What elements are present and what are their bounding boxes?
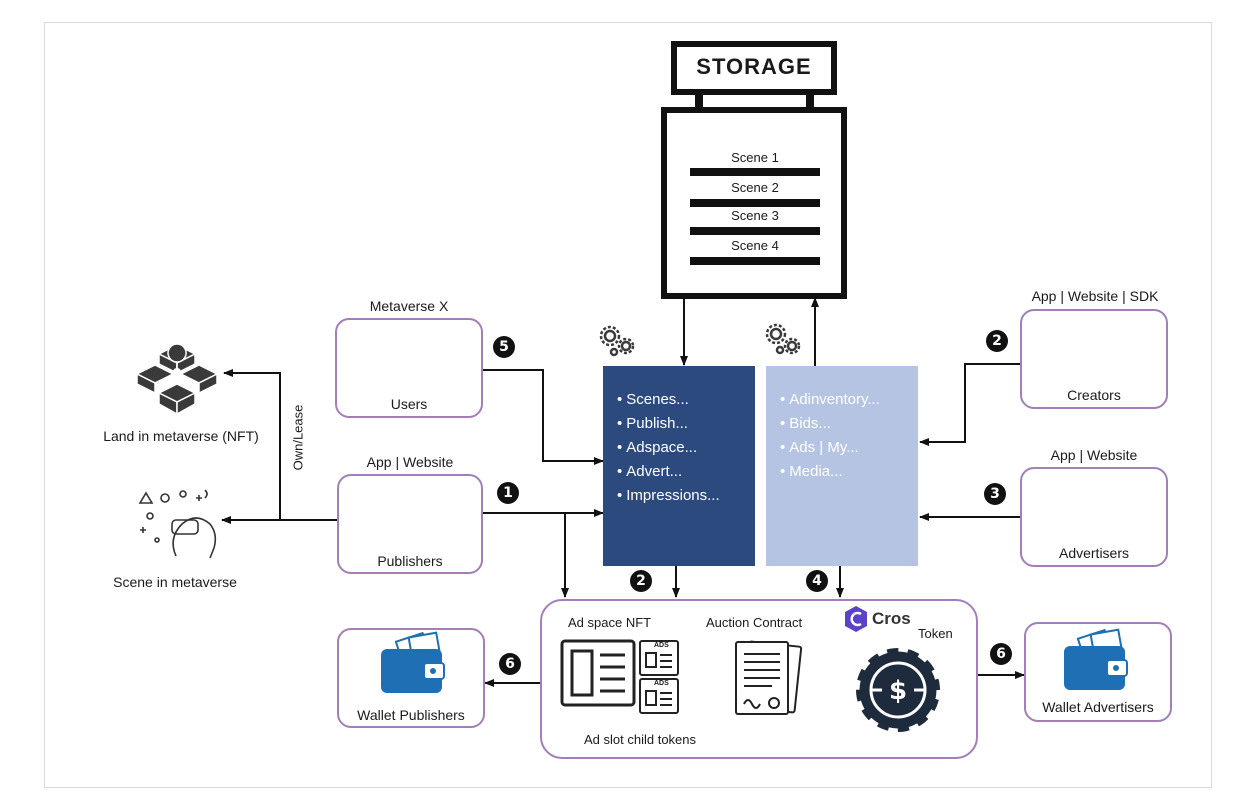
token-coin-icon: $	[852, 644, 944, 736]
dark-panel-item: Advert...	[617, 460, 741, 484]
creators-to-panel-arrow	[919, 363, 1020, 446]
cros-label: Cros	[872, 609, 911, 628]
light-panel-item: Bids...	[780, 412, 904, 436]
step-badge-6-advertisers: 6	[990, 643, 1012, 665]
dark-panel-item: Impressions...	[617, 484, 741, 508]
step-badge-3: 3	[984, 483, 1006, 505]
creators-label: Creators	[1067, 387, 1121, 403]
scene-bar-2	[690, 199, 820, 207]
storage-title-box	[671, 41, 837, 95]
step-badge-2-creators: 2	[986, 330, 1008, 352]
light-panel-item: Media...	[780, 460, 904, 484]
auction-contract-icon	[735, 640, 803, 715]
cros-logo-icon	[845, 606, 867, 632]
users-to-panel-arrow	[483, 369, 604, 465]
publishers-caption: App | Website	[366, 454, 454, 470]
scene-bar-4	[690, 257, 820, 265]
storage-strut-left	[695, 92, 703, 110]
scene-bar-3	[690, 227, 820, 235]
dark-panel-item: Publish...	[617, 412, 741, 436]
storage-strut-right	[806, 92, 814, 110]
ad-slot-child-token-icon-2	[639, 678, 679, 714]
wallet-publishers-node[interactable]: Wallet Publishers	[337, 628, 485, 728]
step-badge-1: 1	[497, 482, 519, 504]
ad-slot-child-token-icon-1	[639, 640, 679, 676]
wallet-advertisers-node[interactable]: Wallet Advertisers	[1024, 622, 1172, 722]
wallet-advertisers-label: Wallet Advertisers	[1042, 699, 1154, 715]
diagram-frame	[44, 22, 1212, 788]
land-nft-label: Land in metaverse (NFT)	[103, 428, 259, 444]
dark-panel[interactable]: Scenes... Publish... Adspace... Advert..…	[603, 366, 755, 566]
dark-panel-list: Scenes... Publish... Adspace... Advert..…	[617, 388, 741, 508]
publishers-node[interactable]: Publishers	[337, 474, 483, 574]
light-panel-item: Ads | My...	[780, 436, 904, 460]
step-badge-4: 4	[806, 570, 828, 592]
step-badge-6-publishers: 6	[499, 653, 521, 675]
advertisers-caption: App | Website	[1050, 447, 1138, 463]
ad-space-nft-icon	[560, 639, 636, 707]
svg-text:$: $	[889, 676, 907, 706]
publishers-label: Publishers	[377, 553, 443, 569]
storage-scene-2: Scene 2	[731, 180, 779, 195]
scene-metaverse-icon	[138, 489, 217, 559]
users-caption: Metaverse X	[369, 298, 449, 314]
wallet-publishers-icon	[381, 631, 445, 693]
gear-icon-left	[599, 325, 635, 357]
step-badge-5: 5	[493, 336, 515, 358]
storage-title: STORAGE	[696, 54, 812, 79]
ad-slot-child-tokens-label: Ad slot child tokens	[584, 732, 697, 747]
ads-tag-1: ADS	[654, 642, 669, 649]
advertisers-label: Advertisers	[1058, 545, 1130, 561]
scene-bar-1	[690, 168, 820, 176]
own-lease-arrow	[223, 369, 281, 520]
creators-caption: App | Website | SDK	[1031, 288, 1159, 304]
storage-scene-3: Scene 3	[731, 208, 779, 223]
auction-contract-label: Auction Contract	[706, 615, 803, 630]
users-node[interactable]: Users	[335, 318, 483, 418]
land-nft-icon	[135, 343, 219, 416]
advertisers-node[interactable]: Advertisers	[1020, 467, 1168, 567]
contract-box[interactable]	[540, 599, 978, 759]
wallet-publishers-label: Wallet Publishers	[357, 707, 465, 723]
users-label: Users	[390, 396, 428, 412]
ads-tag-2: ADS	[654, 680, 669, 687]
ad-space-nft-label: Ad space NFT	[568, 615, 652, 630]
token-label: Token	[918, 626, 953, 641]
gear-icon-right	[765, 323, 801, 355]
light-panel[interactable]: Adinventory... Bids... Ads | My... Media…	[766, 366, 918, 566]
wallet-advertisers-icon	[1064, 628, 1128, 690]
dark-panel-item: Adspace...	[617, 436, 741, 460]
light-panel-item: Adinventory...	[780, 388, 904, 412]
own-lease-label: Own/Lease	[290, 404, 306, 471]
creators-node[interactable]: Creators	[1020, 309, 1168, 409]
dark-panel-item: Scenes...	[617, 388, 741, 412]
storage-scene-4: Scene 4	[731, 238, 779, 253]
scene-metaverse-label: Scene in metaverse	[113, 574, 237, 590]
step-badge-2-contract: 2	[630, 570, 652, 592]
light-panel-list: Adinventory... Bids... Ads | My... Media…	[780, 388, 904, 484]
storage-scene-1: Scene 1	[731, 150, 779, 165]
